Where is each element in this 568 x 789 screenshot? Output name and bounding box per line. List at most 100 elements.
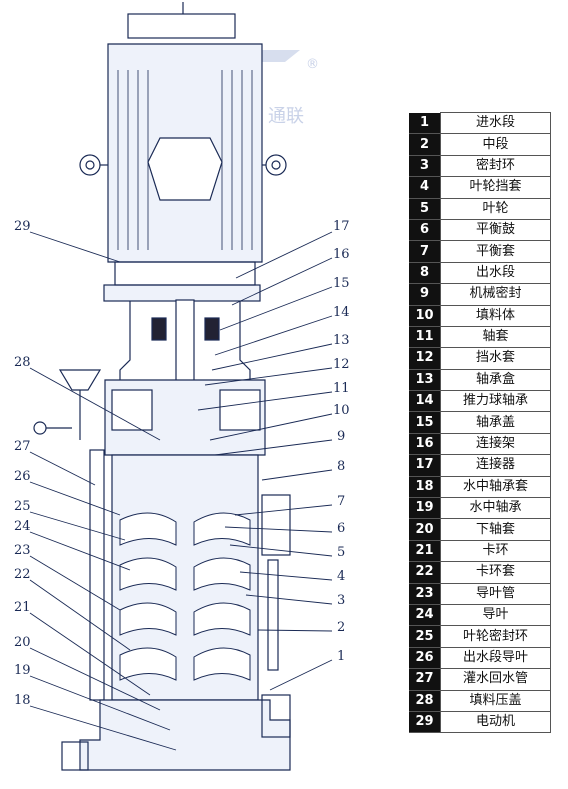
callout-6: 6 — [337, 521, 345, 536]
callout-22: 22 — [14, 567, 31, 582]
part-name: 叶轮挡套 — [440, 176, 551, 199]
callout-20: 20 — [14, 635, 31, 650]
part-number: 26 — [409, 647, 441, 670]
part-number: 4 — [409, 176, 441, 199]
part-number: 24 — [409, 604, 441, 627]
part-name: 叶轮 — [440, 197, 551, 220]
part-name: 出水段 — [440, 261, 551, 285]
callout-25: 25 — [14, 499, 31, 514]
part-name: 水中轴承套 — [440, 475, 551, 499]
callouts: 17 16 15 14 13 12 11 10 9 8 7 6 5 4 3 2 … — [14, 219, 350, 751]
callout-23: 23 — [14, 543, 31, 558]
callout-2: 2 — [337, 620, 345, 635]
part-name: 连接架 — [440, 432, 551, 456]
callout-21: 21 — [14, 600, 31, 615]
part-number: 11 — [409, 326, 441, 349]
part-number: 22 — [409, 561, 441, 584]
part-number: 18 — [409, 476, 441, 499]
part-name: 水中轴承 — [440, 497, 551, 520]
part-number: 14 — [409, 390, 441, 413]
part-number: 8 — [409, 262, 441, 285]
part-name: 叶轮密封环 — [440, 625, 551, 648]
part-name: 电动机 — [440, 710, 551, 734]
watermark-registered-mark: ® — [306, 57, 319, 72]
watermark-text: 通联 — [268, 106, 304, 127]
callout-9: 9 — [337, 429, 345, 444]
part-name: 填料压盖 — [440, 689, 551, 712]
callout-10: 10 — [333, 403, 350, 418]
part-number: 17 — [409, 454, 441, 477]
callout-24: 24 — [14, 519, 31, 534]
callout-5: 5 — [337, 545, 345, 560]
part-number: 19 — [409, 497, 441, 520]
part-name: 出水段导叶 — [440, 646, 551, 670]
pump-outline — [33, 2, 291, 771]
callout-4: 4 — [337, 569, 345, 584]
part-name: 灌水回水管 — [440, 668, 551, 691]
part-number: 21 — [409, 540, 441, 563]
callout-16: 16 — [333, 247, 350, 262]
part-name: 平衡套 — [440, 240, 551, 263]
part-name: 连接器 — [440, 454, 551, 477]
callout-29: 29 — [14, 219, 31, 234]
callout-7: 7 — [337, 494, 345, 509]
part-number: 29 — [409, 711, 441, 734]
part-name: 下轴套 — [440, 518, 551, 541]
part-number: 20 — [409, 518, 441, 541]
callout-11: 11 — [333, 381, 350, 396]
part-number: 28 — [409, 690, 441, 712]
part-name: 轴套 — [440, 325, 551, 349]
part-name: 导叶 — [440, 603, 551, 627]
pump-cross-section-drawing: 通联 ® — [14, 2, 350, 771]
part-name: 轴承盒 — [440, 368, 551, 392]
part-name: 卡环套 — [440, 561, 551, 584]
part-name: 挡水套 — [440, 347, 551, 370]
part-name: 密封环 — [440, 154, 551, 178]
part-number: 12 — [409, 347, 441, 370]
callout-18: 18 — [14, 693, 31, 708]
part-number: 5 — [409, 198, 441, 220]
part-number: 10 — [409, 305, 441, 327]
part-name: 进水段 — [440, 111, 551, 135]
part-name: 卡环 — [440, 539, 551, 563]
part-number: 9 — [409, 283, 441, 306]
part-name: 填料体 — [440, 304, 551, 327]
callout-8: 8 — [337, 459, 345, 474]
callout-17: 17 — [333, 219, 350, 234]
part-number: 7 — [409, 240, 441, 263]
part-number: 2 — [409, 133, 441, 156]
part-number: 6 — [409, 219, 441, 242]
part-number: 1 — [409, 112, 441, 135]
callout-19: 19 — [14, 663, 31, 678]
part-name: 机械密封 — [440, 283, 551, 306]
part-number: 23 — [409, 583, 441, 605]
part-number: 16 — [409, 433, 441, 456]
callout-15: 15 — [333, 276, 350, 291]
part-name: 导叶管 — [440, 582, 551, 605]
callout-13: 13 — [333, 333, 350, 348]
callout-3: 3 — [337, 593, 345, 608]
part-number: 13 — [409, 369, 441, 392]
